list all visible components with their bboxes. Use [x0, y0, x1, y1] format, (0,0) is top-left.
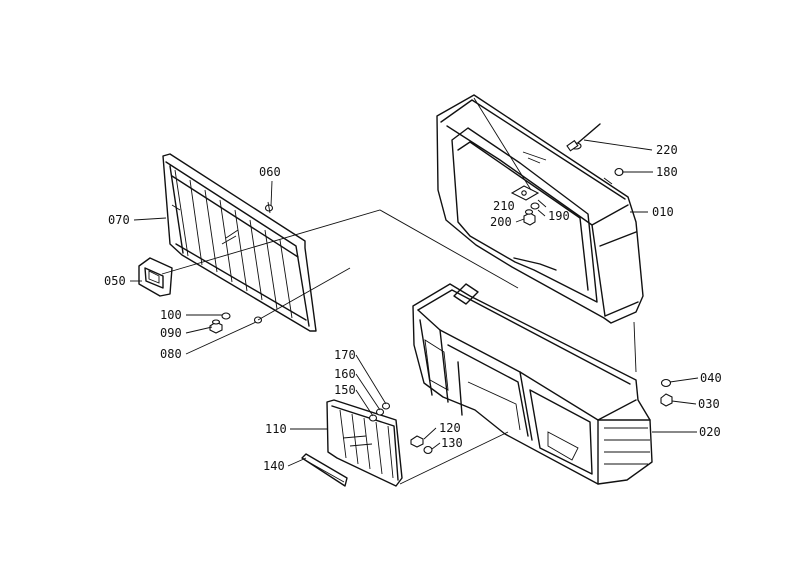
bolt-220: [566, 123, 601, 152]
bolt-030: [660, 393, 673, 407]
callout-040: 040: [700, 371, 722, 385]
bolt-060: [264, 201, 274, 214]
bolt-120: [410, 435, 424, 448]
callout-100: 100: [160, 308, 182, 322]
part-110-lower-grille: [326, 399, 403, 487]
callout-130: 130: [441, 436, 463, 450]
bolt-090: [209, 319, 223, 334]
callout-leaders: [130, 139, 699, 467]
washer-150: [368, 414, 378, 422]
part-070-grille-panel: [162, 153, 317, 332]
nut-200: [523, 209, 536, 226]
bolt-190: [530, 202, 540, 210]
washer-040: [660, 378, 672, 388]
callout-010: 010: [652, 205, 674, 219]
assembly-lines: [161, 97, 637, 485]
callout-170: 170: [334, 348, 356, 362]
callout-060: 060: [259, 165, 281, 179]
callout-150: 150: [334, 383, 356, 397]
callout-050: 050: [104, 274, 126, 288]
callout-140: 140: [263, 459, 285, 473]
washer-100: [221, 312, 231, 320]
nut-170: [381, 402, 391, 410]
callout-labels: 220 180 210 190 200 010 060 070 050 100 …: [104, 143, 722, 473]
callout-020: 020: [699, 425, 721, 439]
callout-120: 120: [439, 421, 461, 435]
callout-030: 030: [698, 397, 720, 411]
washer-160: [375, 408, 385, 416]
part-010-bonnet-frame: [436, 94, 644, 324]
callout-220: 220: [656, 143, 678, 157]
callout-070: 070: [108, 213, 130, 227]
callout-200: 200: [490, 215, 512, 229]
callout-090: 090: [160, 326, 182, 340]
bracket-210: [510, 185, 540, 201]
bolt-180: [614, 167, 624, 177]
washer-130: [423, 445, 433, 455]
part-140-trim-strip: [301, 453, 348, 487]
callout-080: 080: [160, 347, 182, 361]
callout-180: 180: [656, 165, 678, 179]
part-050-emblem: [138, 257, 173, 297]
callout-210: 210: [493, 199, 515, 213]
part-020-front-support: [412, 283, 653, 485]
callout-110: 110: [265, 422, 287, 436]
callout-160: 160: [334, 367, 356, 381]
callout-190: 190: [548, 209, 570, 223]
